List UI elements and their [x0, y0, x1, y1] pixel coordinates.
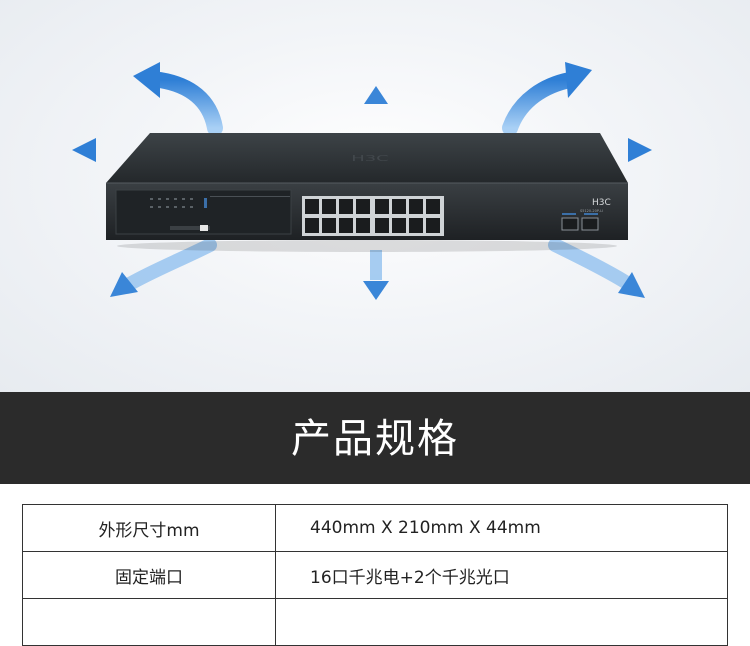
product-hero-image: H3C: [0, 0, 750, 392]
network-switch: H3C: [106, 133, 628, 252]
table-row: 外形尺寸mm 440mm X 210mm X 44mm: [22, 504, 728, 552]
airflow-arrow-up-left: [133, 62, 223, 136]
table-row: 固定端口 16口千兆电+2个千兆光口: [22, 551, 728, 599]
spec-label: [22, 598, 276, 646]
airflow-arrow-down-right: [548, 238, 645, 298]
model-label: S5120-20P-LI: [580, 209, 603, 213]
spec-table: 外形尺寸mm 440mm X 210mm X 44mm 固定端口 16口千兆电+…: [22, 504, 728, 646]
switch-airflow-illustration: H3C: [72, 62, 652, 300]
spec-value: 16口千兆电+2个千兆光口: [275, 551, 728, 599]
svg-text:H3C: H3C: [351, 154, 389, 163]
brand-logo: H3C: [592, 198, 611, 208]
spec-label: 外形尺寸mm: [22, 504, 276, 552]
airflow-arrow-down: [363, 250, 389, 300]
airflow-arrow-up: [364, 86, 388, 128]
spec-label: 固定端口: [22, 551, 276, 599]
table-row: [22, 598, 728, 646]
spec-section: 外形尺寸mm 440mm X 210mm X 44mm 固定端口 16口千兆电+…: [0, 484, 750, 646]
sfp-port-bank: [561, 213, 599, 231]
rj45-port-bank: [302, 196, 444, 236]
section-title: 产品规格: [291, 416, 459, 462]
section-banner: 产品规格: [0, 392, 750, 484]
airflow-arrow-down-left: [110, 238, 217, 297]
spec-value: 440mm X 210mm X 44mm: [275, 504, 728, 552]
airflow-arrow-up-right: [502, 62, 592, 136]
spec-value: [275, 598, 728, 646]
